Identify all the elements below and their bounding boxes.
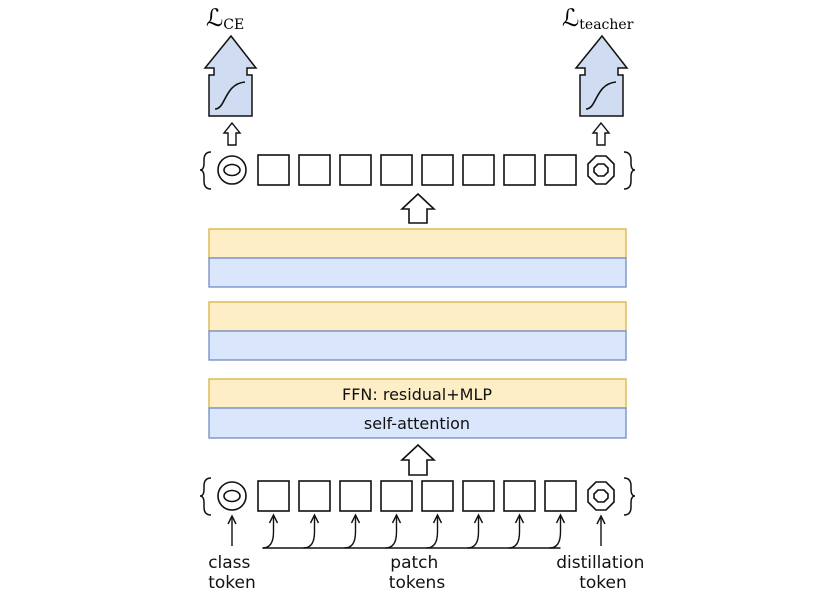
patch-tokens-label-line2: tokens <box>389 573 446 593</box>
sigmoid-icon <box>214 81 246 110</box>
sigmoid-icon <box>585 81 617 110</box>
attention-bar <box>208 257 627 288</box>
ce-head-arrow-box <box>203 34 258 117</box>
output-token-row <box>199 151 636 190</box>
teacher-head <box>574 34 629 117</box>
patch-token-input <box>421 480 454 512</box>
ffn-bar <box>208 378 627 409</box>
distillation-token-output <box>587 155 615 185</box>
attention-bar <box>208 407 627 439</box>
patch-token-input <box>257 480 290 512</box>
attention-bar <box>208 330 627 361</box>
patch-token-arrow <box>344 513 361 549</box>
input-patch-tokens <box>257 480 577 512</box>
patch-token-input <box>298 480 331 512</box>
patch-token-arrows <box>262 513 566 549</box>
ce-loss-label: ℒCE <box>206 4 244 33</box>
right-brace <box>623 151 636 190</box>
patch-token-arrow <box>549 513 566 549</box>
patch-token-output <box>421 154 454 186</box>
patch-token-input <box>503 480 536 512</box>
patch-token-arrow <box>508 513 525 549</box>
patch-token-output <box>257 154 290 186</box>
patch-token-arrow <box>303 513 320 549</box>
distillation-token-input <box>587 481 615 511</box>
patch-tokens-label: patch tokens <box>389 553 446 593</box>
left-brace <box>199 151 212 190</box>
class-token-label: class token <box>208 553 256 593</box>
input-token-row <box>199 477 636 516</box>
patch-token-arrow <box>426 513 443 549</box>
distillation-token-label-line2: token <box>579 573 627 593</box>
distillation-token-label-line1: distillation <box>556 553 644 573</box>
patch-token-input <box>380 480 413 512</box>
up-arrow-icon <box>399 192 437 224</box>
distillation-token-label: distillation token <box>556 553 650 593</box>
class-token-label-line1: class <box>208 553 250 573</box>
distillation-token-arrow <box>596 514 606 546</box>
teacher-head-arrow-box <box>574 34 629 117</box>
attention-label: self-attention <box>364 414 470 433</box>
ffn-bar <box>208 228 627 259</box>
patch-token-output <box>544 154 577 186</box>
patch-token-output <box>380 154 413 186</box>
transformer-block-middle <box>208 301 627 361</box>
patch-token-input <box>462 480 495 512</box>
class-token-output <box>217 155 247 185</box>
patch-token-arrow <box>385 513 402 549</box>
patch-token-output <box>462 154 495 186</box>
patch-token-output <box>503 154 536 186</box>
patch-token-arrow <box>262 513 279 549</box>
transformer-block-top <box>208 228 627 288</box>
ffn-label: FFN: residual+MLP <box>342 385 492 404</box>
up-arrow-icon <box>591 121 611 146</box>
transformer-block-bottom: FFN: residual+MLP self-attention <box>208 378 627 439</box>
patch-token-output <box>298 154 331 186</box>
ce-head <box>203 34 258 117</box>
right-brace <box>623 477 636 516</box>
up-arrow-icon <box>399 443 437 476</box>
patch-tokens-label-line1: patch <box>390 553 438 573</box>
ffn-bar <box>208 301 627 332</box>
patch-token-output <box>339 154 372 186</box>
patch-token-arrow <box>467 513 484 549</box>
left-brace <box>199 477 212 516</box>
teacher-loss-label: ℒteacher <box>562 4 634 33</box>
class-token-label-line2: token <box>208 573 256 593</box>
class-token-input <box>217 481 247 511</box>
patch-token-input <box>544 480 577 512</box>
class-token-arrow <box>227 514 237 546</box>
up-arrow-icon <box>222 121 242 146</box>
output-patch-tokens <box>257 154 577 186</box>
patch-token-input <box>339 480 372 512</box>
